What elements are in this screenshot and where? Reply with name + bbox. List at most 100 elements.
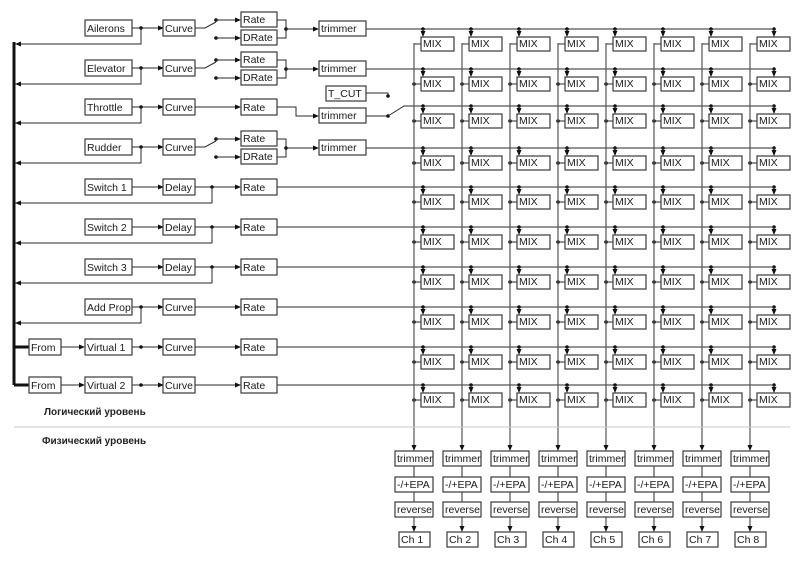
mix-block[interactable]: MIX [564, 76, 599, 92]
mix-block[interactable]: MIX [468, 234, 503, 250]
mix-block[interactable]: MIX [708, 274, 743, 290]
reverse-block[interactable]: reverse [730, 501, 770, 518]
mix-block[interactable]: MIX [468, 155, 503, 171]
channel-output-block[interactable]: Ch 7 [686, 531, 719, 548]
mix-block[interactable]: MIX [564, 354, 599, 370]
reverse-block[interactable]: reverse [490, 501, 530, 518]
rate-block[interactable]: Rate [240, 218, 278, 236]
mix-block[interactable]: MIX [564, 194, 599, 210]
epa-block[interactable]: -/+EPA [394, 476, 434, 493]
mix-block[interactable]: MIX [420, 234, 455, 250]
input-block[interactable]: Throttle [84, 98, 133, 116]
mix-block[interactable]: MIX [420, 36, 455, 52]
mix-block[interactable]: MIX [516, 194, 551, 210]
mix-block[interactable]: MIX [756, 234, 791, 250]
mix-block[interactable]: MIX [468, 392, 503, 408]
mix-block[interactable]: MIX [516, 392, 551, 408]
mix-block[interactable]: MIX [420, 76, 455, 92]
rate-block[interactable]: Rate [240, 130, 278, 147]
delay-block[interactable]: Delay [162, 258, 196, 276]
delay-block[interactable]: Delay [162, 178, 196, 196]
input-block[interactable]: Rudder [84, 138, 133, 156]
epa-block[interactable]: -/+EPA [730, 476, 770, 493]
mix-block[interactable]: MIX [756, 76, 791, 92]
channel-trimmer-block[interactable]: trimmer [682, 450, 722, 467]
mix-block[interactable]: MIX [756, 36, 791, 52]
mix-block[interactable]: MIX [468, 314, 503, 330]
mix-block[interactable]: MIX [660, 113, 695, 129]
mix-block[interactable]: MIX [708, 194, 743, 210]
mix-block[interactable]: MIX [660, 234, 695, 250]
mix-block[interactable]: MIX [516, 274, 551, 290]
mix-block[interactable]: MIX [564, 274, 599, 290]
reverse-block[interactable]: reverse [682, 501, 722, 518]
drate-block[interactable]: DRate [240, 148, 278, 165]
channel-trimmer-block[interactable]: trimmer [586, 450, 626, 467]
input-block[interactable]: Ailerons [84, 19, 133, 37]
mix-block[interactable]: MIX [420, 113, 455, 129]
rate-block[interactable]: Rate [240, 51, 278, 68]
channel-trimmer-block[interactable]: trimmer [442, 450, 482, 467]
curve-block[interactable]: Curve [162, 338, 196, 356]
mix-block[interactable]: MIX [756, 113, 791, 129]
mix-block[interactable]: MIX [516, 76, 551, 92]
trimmer-block[interactable]: trimmer [318, 139, 367, 156]
curve-block[interactable]: Curve [162, 98, 196, 116]
channel-output-block[interactable]: Ch 1 [398, 531, 431, 548]
mix-block[interactable]: MIX [420, 274, 455, 290]
input-block[interactable]: Elevator [84, 59, 133, 77]
channel-trimmer-block[interactable]: trimmer [394, 450, 434, 467]
mix-block[interactable]: MIX [756, 155, 791, 171]
mix-block[interactable]: MIX [756, 274, 791, 290]
mix-block[interactable]: MIX [420, 314, 455, 330]
mix-block[interactable]: MIX [612, 113, 647, 129]
mix-block[interactable]: MIX [660, 194, 695, 210]
reverse-block[interactable]: reverse [394, 501, 434, 518]
mix-block[interactable]: MIX [660, 314, 695, 330]
channel-output-block[interactable]: Ch 4 [542, 531, 575, 548]
mix-block[interactable]: MIX [708, 354, 743, 370]
input-block[interactable]: Switch 1 [84, 178, 133, 196]
reverse-block[interactable]: reverse [586, 501, 626, 518]
mix-block[interactable]: MIX [660, 274, 695, 290]
mix-block[interactable]: MIX [516, 155, 551, 171]
epa-block[interactable]: -/+EPA [682, 476, 722, 493]
mix-block[interactable]: MIX [756, 392, 791, 408]
input-block[interactable]: Switch 2 [84, 218, 133, 236]
epa-block[interactable]: -/+EPA [634, 476, 674, 493]
reverse-block[interactable]: reverse [442, 501, 482, 518]
mix-block[interactable]: MIX [468, 194, 503, 210]
mix-block[interactable]: MIX [420, 392, 455, 408]
epa-block[interactable]: -/+EPA [442, 476, 482, 493]
channel-output-block[interactable]: Ch 5 [590, 531, 623, 548]
mix-block[interactable]: MIX [756, 354, 791, 370]
mix-block[interactable]: MIX [708, 155, 743, 171]
input-block[interactable]: Switch 3 [84, 258, 133, 276]
t-cut-block[interactable]: T_CUT [325, 85, 367, 102]
mix-block[interactable]: MIX [708, 314, 743, 330]
curve-block[interactable]: Curve [162, 376, 196, 394]
mix-block[interactable]: MIX [516, 354, 551, 370]
channel-trimmer-block[interactable]: trimmer [538, 450, 578, 467]
mix-block[interactable]: MIX [564, 234, 599, 250]
trimmer-block[interactable]: trimmer [318, 107, 367, 124]
epa-block[interactable]: -/+EPA [586, 476, 626, 493]
curve-block[interactable]: Curve [162, 59, 196, 77]
input-block[interactable]: Virtual 2 [84, 376, 133, 394]
mix-block[interactable]: MIX [564, 36, 599, 52]
epa-block[interactable]: -/+EPA [490, 476, 530, 493]
input-block[interactable]: Add Prop [84, 298, 133, 316]
mix-block[interactable]: MIX [708, 392, 743, 408]
curve-block[interactable]: Curve [162, 138, 196, 156]
epa-block[interactable]: -/+EPA [538, 476, 578, 493]
curve-block[interactable]: Curve [162, 19, 196, 37]
reverse-block[interactable]: reverse [634, 501, 674, 518]
reverse-block[interactable]: reverse [538, 501, 578, 518]
mix-block[interactable]: MIX [660, 392, 695, 408]
mix-block[interactable]: MIX [516, 314, 551, 330]
mix-block[interactable]: MIX [468, 354, 503, 370]
mix-block[interactable]: MIX [468, 36, 503, 52]
rate-block[interactable]: Rate [240, 98, 278, 116]
curve-block[interactable]: Curve [162, 298, 196, 316]
mix-block[interactable]: MIX [612, 392, 647, 408]
